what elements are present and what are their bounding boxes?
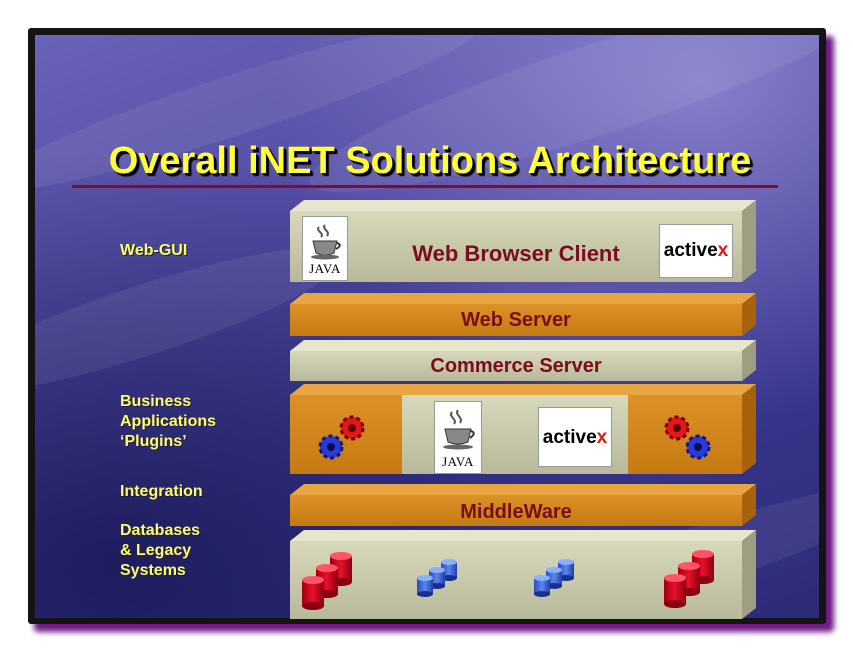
- layer-web-server: [290, 293, 756, 336]
- label-line: Applications: [120, 413, 217, 430]
- database-stack-icon: [417, 559, 457, 597]
- java-logo-icon: JAVA: [302, 216, 348, 281]
- slide-title: Overall iNET Solutions Architecture: [108, 140, 752, 182]
- database-stack-icon: [664, 550, 714, 608]
- gears-icon: [664, 415, 711, 460]
- web-server-label: Web Server: [461, 309, 571, 331]
- java-logo-icon: JAVA: [434, 401, 482, 474]
- label-line: ‘Plugins’: [120, 433, 187, 450]
- activex-logo-text: activex: [663, 240, 729, 261]
- activex-logo-icon: activex: [659, 224, 733, 278]
- label-databases: Databases & Legacy Systems: [120, 521, 200, 581]
- activex-logo-text: activex: [542, 427, 608, 448]
- coffee-cup-icon: [443, 409, 475, 450]
- label-line: Databases: [120, 522, 201, 539]
- java-logo-text: JAVA: [442, 454, 474, 469]
- web-browser-client-label: Web Browser Client: [412, 241, 620, 266]
- middleware-label: MiddleWare: [460, 501, 572, 523]
- label-line: Business: [120, 393, 192, 410]
- label-web-gui: Web-GUI: [120, 242, 188, 259]
- label-line: Systems: [120, 562, 186, 579]
- layer-commerce-server: [290, 340, 756, 381]
- label-line: & Legacy: [120, 542, 192, 559]
- commerce-server-label: Commerce Server: [430, 355, 602, 377]
- database-stack-icon: [534, 559, 574, 597]
- title-underline: [72, 185, 778, 188]
- label-integration: Integration: [120, 483, 203, 500]
- label-business-applications: Business Applications ‘Plugins’: [120, 392, 216, 452]
- java-logo-text: JAVA: [309, 261, 341, 276]
- layer-middleware: [290, 484, 756, 526]
- gears-icon: [318, 415, 365, 460]
- activex-logo-icon: activex: [538, 407, 612, 467]
- coffee-cup-icon: [311, 224, 341, 260]
- database-stack-icon: [302, 552, 352, 610]
